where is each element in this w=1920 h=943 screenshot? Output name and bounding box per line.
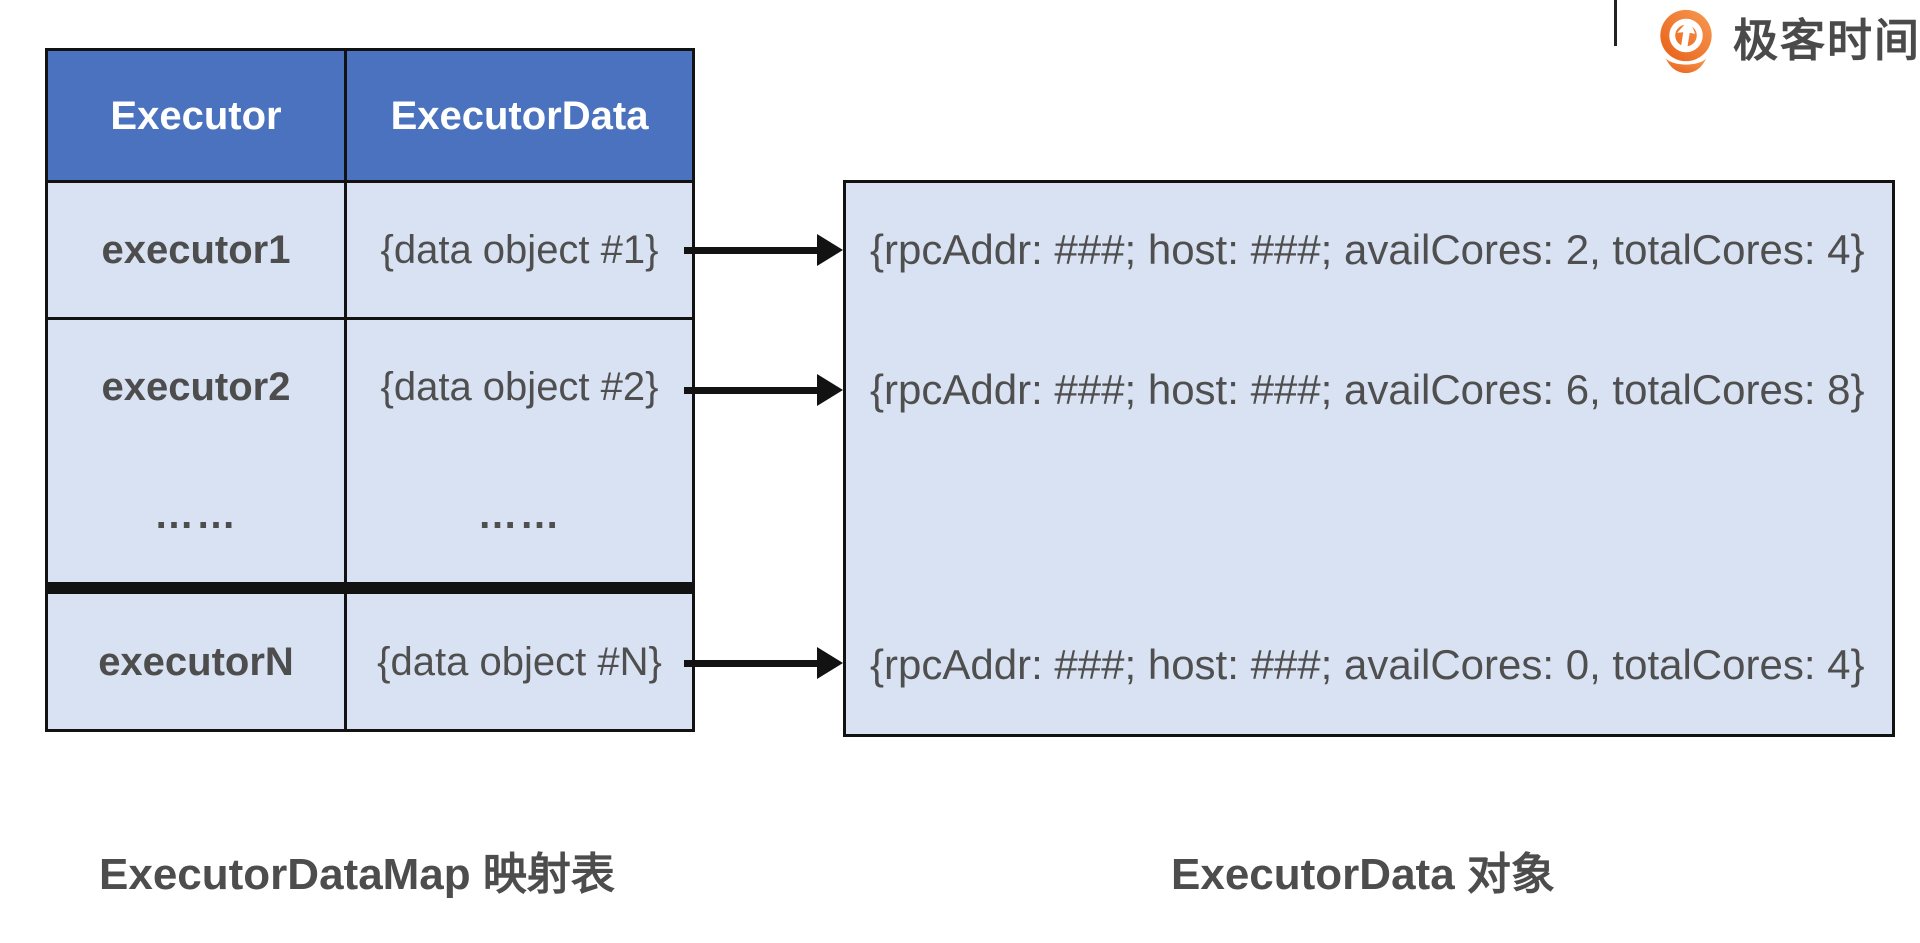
executor-data-object-1: {rpcAddr: ###; host: ###; availCores: 2,… (870, 226, 1865, 273)
caption-executordatamap: ExecutorDataMap 映射表 (99, 850, 615, 899)
arrow-executor1-to-object (684, 234, 843, 266)
executor-data-map-table: Executor ExecutorData executor1 {data ob… (45, 48, 695, 732)
column-header-executor: Executor (48, 51, 344, 180)
caption-executordata-object: ExecutorData 对象 (1171, 850, 1555, 899)
geektime-brand-text: 极客时间 (1733, 15, 1920, 66)
executor-data-object-2: {rpcAddr: ###; host: ###; availCores: 6,… (870, 366, 1865, 413)
column-header-executordata: ExecutorData (347, 51, 692, 180)
table-cell-ellipsis-data: …… (347, 448, 692, 582)
arrow-executor2-to-object (684, 374, 843, 406)
executor-data-object-box: {rpcAddr: ###; host: ###; availCores: 2,… (843, 180, 1895, 737)
arrow-shaft (684, 659, 819, 667)
table-cell-executor1-key: executor1 (48, 183, 344, 317)
arrow-shaft (684, 386, 819, 394)
table-cell-executorN-data: {data object #N} (347, 594, 692, 729)
table-cell-executor1-data: {data object #1} (347, 183, 692, 317)
table-cell-executor2-data: {data object #2} (347, 320, 692, 454)
table-cell-ellipsis-key: …… (48, 448, 344, 582)
arrowhead-icon (817, 647, 843, 679)
arrow-shaft (684, 246, 819, 254)
top-edge-divider-line (1614, 0, 1617, 46)
arrowhead-icon (817, 234, 843, 266)
executor-data-object-n: {rpcAddr: ###; host: ###; availCores: 0,… (870, 641, 1865, 688)
geektime-logo: 极客时间 (1651, 8, 1920, 74)
geektime-pin-icon (1660, 9, 1712, 74)
arrow-executorN-to-object (684, 647, 843, 679)
arrowhead-icon (817, 374, 843, 406)
table-cell-executor2-key: executor2 (48, 320, 344, 454)
table-cell-executorN-key: executorN (48, 594, 344, 729)
